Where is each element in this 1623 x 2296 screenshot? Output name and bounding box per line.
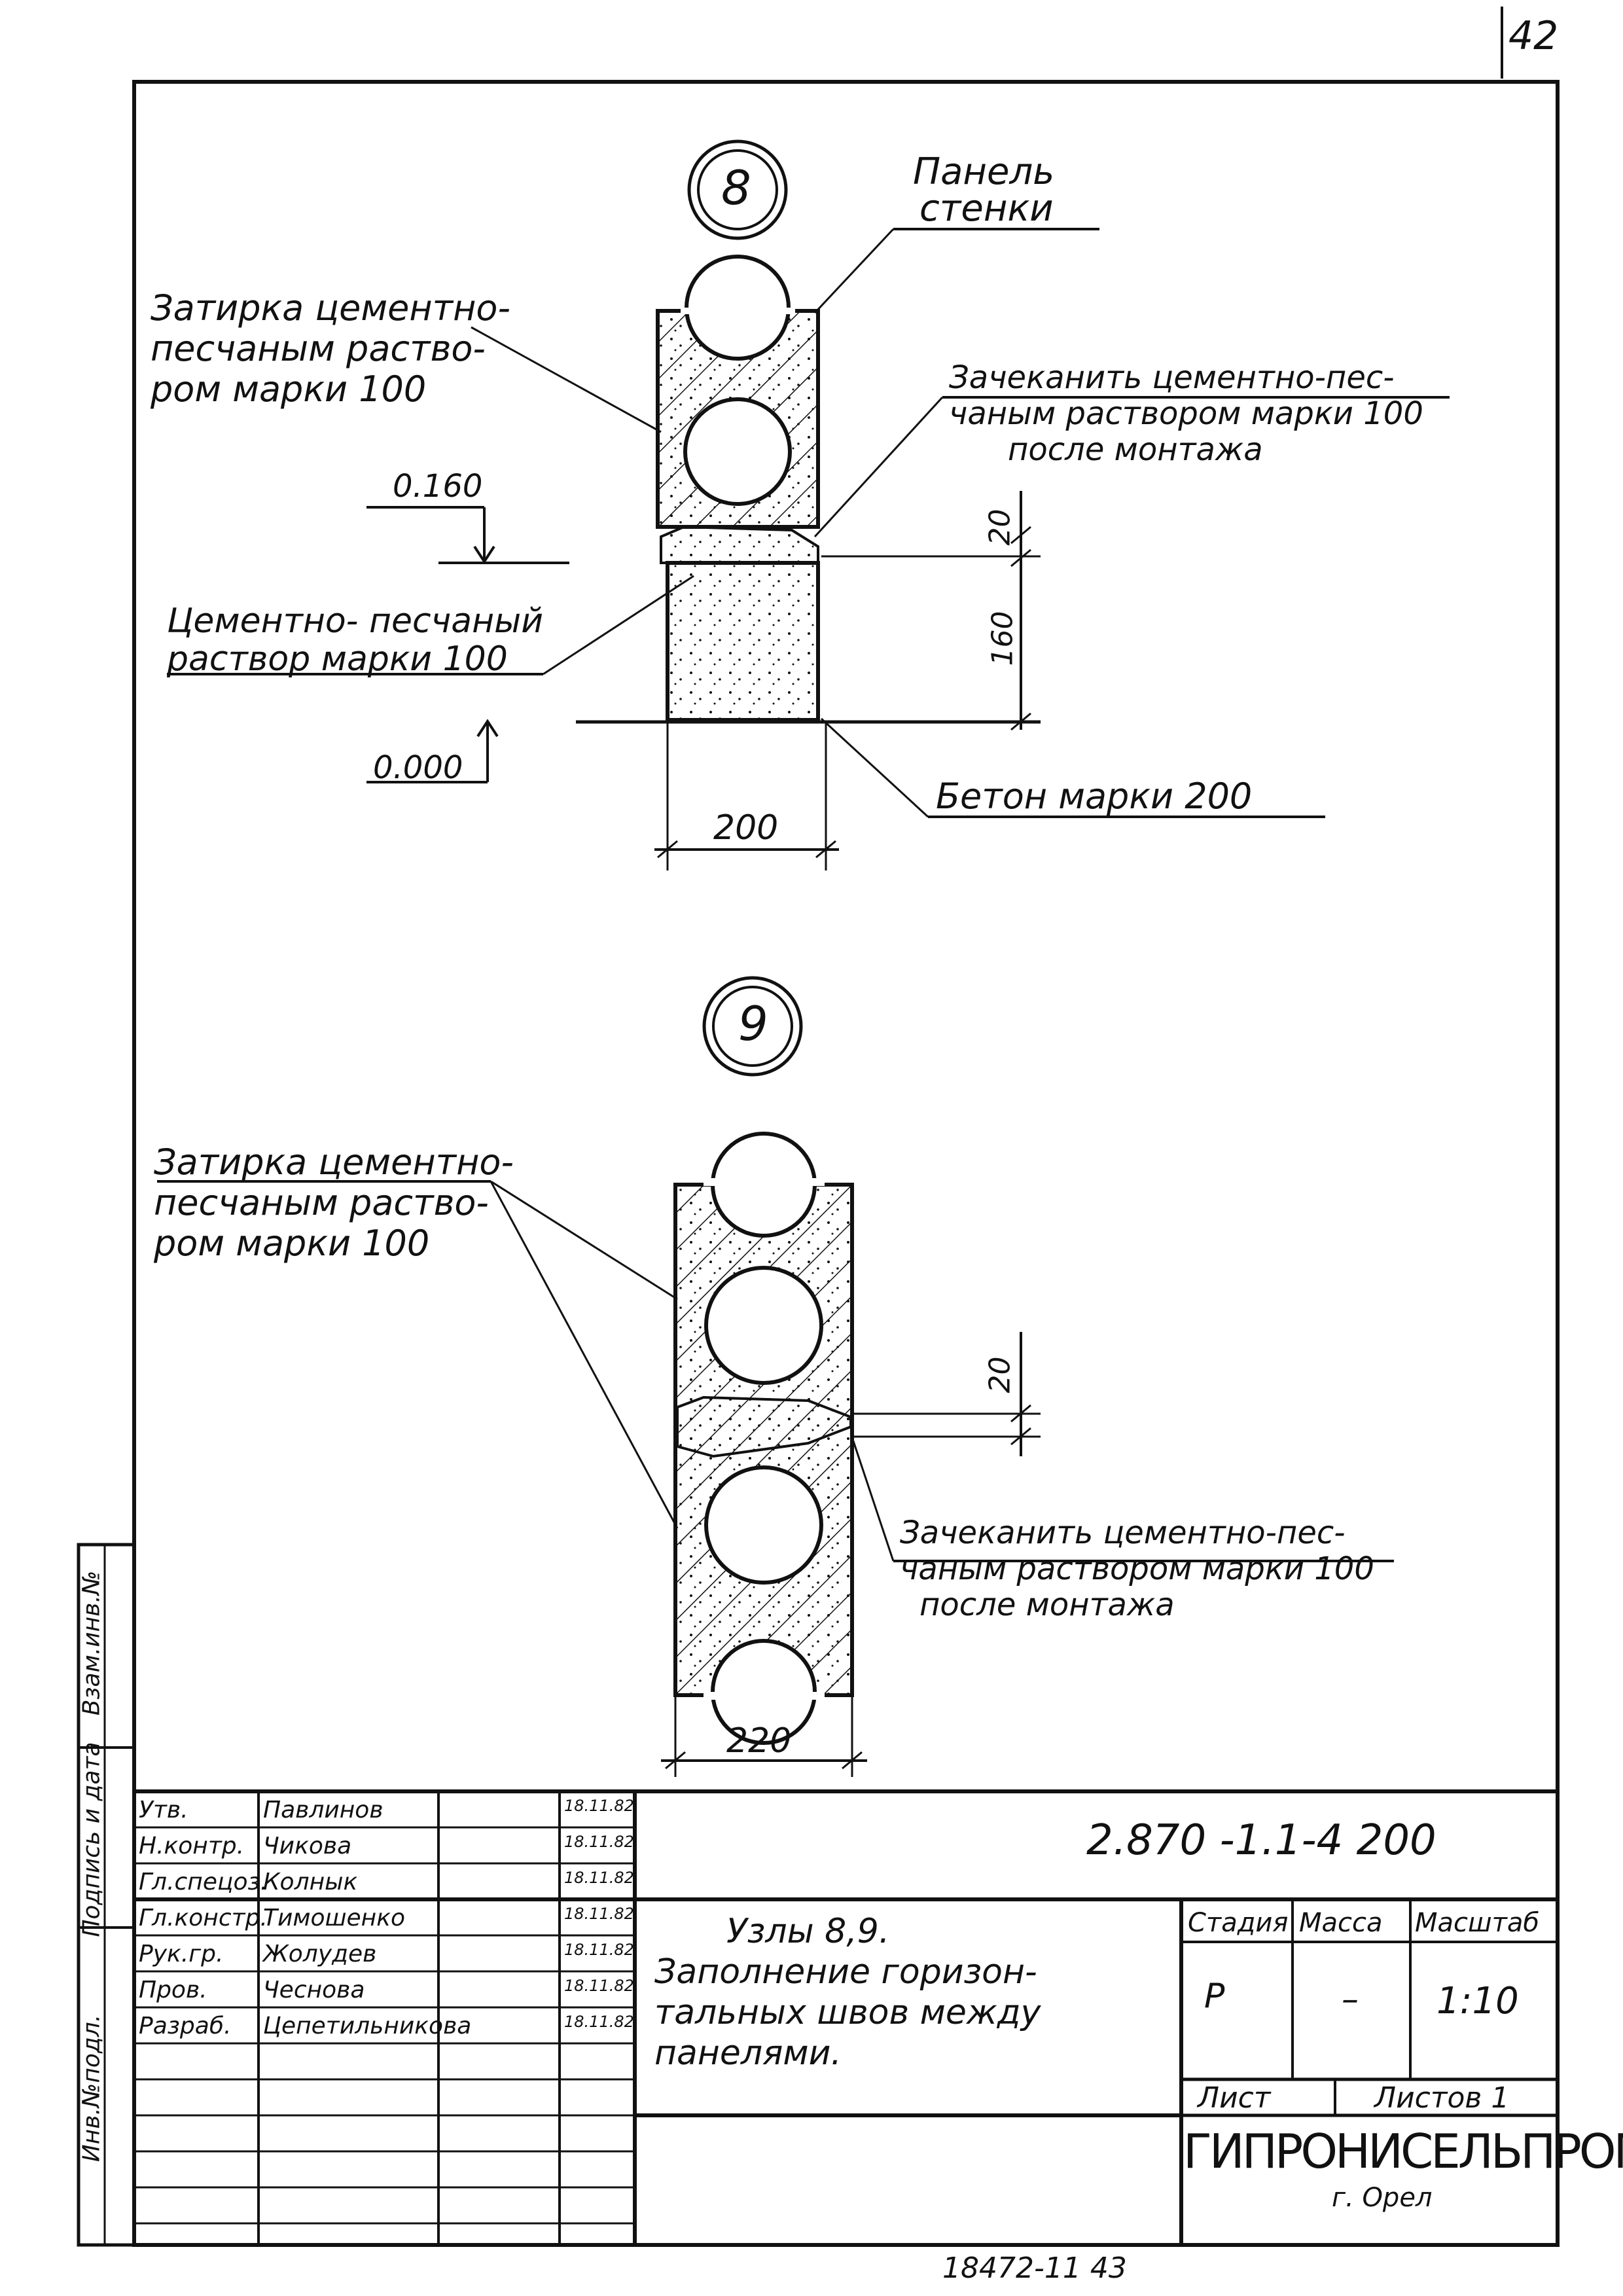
title-line-4: панелями. (654, 2034, 842, 2073)
rub-callout-9: Затирка цементно- песчаным раство- ром м… (154, 1142, 514, 1264)
row-date: 18.11.82 (564, 1869, 634, 1887)
row-name: Тимошенко (263, 1905, 405, 1931)
hdr-mass: Масса (1299, 1908, 1383, 1938)
row-role: Н.контр. (139, 1833, 245, 1859)
dim-width-8: 200 (713, 808, 779, 848)
caulk8-line-1: Зачеканить цементно-пес- (949, 359, 1395, 396)
row-date: 18.11.82 (564, 1833, 634, 1851)
sheet-label: Лист (1198, 2081, 1271, 2115)
dim-height-8: 160 (986, 611, 1020, 666)
node-8-label: 8 (721, 160, 751, 215)
row-date: 18.11.82 (564, 2013, 634, 2031)
rub9-line-1: Затирка цементно- (154, 1141, 514, 1183)
org-city: г. Орел (1332, 2183, 1433, 2213)
row-role: Рук.гр. (139, 1941, 224, 1967)
row-date: 18.11.82 (564, 1977, 634, 1995)
row-name: Чеснова (263, 1977, 365, 2003)
caulk9-line-3: после монтажа (919, 1587, 1175, 1623)
rub9-line-2: песчаным раство- (154, 1182, 489, 1223)
title-block-grid (134, 1789, 1558, 2245)
row-role: Утв. (139, 1797, 188, 1823)
caulk-callout-8: Зачеканить цементно-пес- чаным раствором… (949, 360, 1423, 468)
panel-line-1: Панель (913, 151, 1055, 193)
level-bottom: 0.000 (373, 749, 463, 786)
rub9-line-3: ром марки 100 (154, 1223, 430, 1264)
rub8-line-1: Затирка цементно- (151, 287, 510, 329)
row-date: 18.11.82 (564, 1797, 634, 1815)
row-name: Жолудев (263, 1941, 377, 1967)
sheets-label: Листов 1 (1374, 2081, 1510, 2115)
side-stamp (77, 1543, 136, 2247)
side-stamp-2: Подпись и дата (78, 1742, 105, 1937)
panel-line-2: стенки (919, 187, 1054, 230)
concrete-callout: Бетон марки 200 (936, 776, 1253, 817)
doc-code: 2.870 -1.1-4 200 (1086, 1816, 1436, 1865)
row-name: Павлинов (263, 1797, 383, 1823)
org-name: ГИПРОНИСЕЛЬПРОМ (1183, 2124, 1623, 2179)
row-name: Цепетильникова (263, 2013, 472, 2039)
rub8-line-2: песчаным раство- (151, 328, 486, 369)
row-role: Пров. (139, 1977, 207, 2003)
caulk9-line-2: чаным раствором марки 100 (900, 1551, 1374, 1587)
row-role: Разраб. (139, 2013, 232, 2039)
title-line-3: тальных швов между (654, 1993, 1041, 2032)
caulk8-line-2: чаным раствором марки 100 (949, 395, 1423, 432)
rub8-line-3: ром марки 100 (151, 368, 427, 410)
side-stamp-3: Инв.№подл. (78, 2014, 105, 2162)
val-stage: Р (1204, 1977, 1225, 2016)
title-line-1: Узлы 8,9. (726, 1912, 890, 1951)
caulk-callout-9: Зачеканить цементно-пес- чаным раствором… (900, 1515, 1374, 1623)
row-name: Колнык (263, 1869, 358, 1895)
hdr-stage: Стадия (1188, 1908, 1289, 1938)
row-role: Гл.спецоз. (139, 1869, 268, 1895)
node-9-label: 9 (738, 996, 768, 1051)
mortar-line-2: раствор марки 100 (167, 639, 508, 679)
hdr-scale: Масштаб (1415, 1908, 1540, 1938)
val-mass: – (1342, 1980, 1359, 2019)
node-8-drawing (167, 139, 1450, 870)
row-role: Гл.констр. (139, 1905, 268, 1931)
val-scale: 1:10 (1436, 1980, 1519, 2022)
bottom-code: 18472-11 43 (942, 2251, 1127, 2285)
row-date: 18.11.82 (564, 1941, 634, 1959)
row-date: 18.11.82 (564, 1905, 634, 1923)
mortar-line-1: Цементно- песчаный (167, 601, 543, 641)
caulk9-line-1: Зачеканить цементно-пес- (900, 1515, 1346, 1551)
sheet-frame (132, 80, 1560, 2247)
row-name: Чикова (263, 1833, 352, 1859)
side-stamp-1: Взам.инв.№ (78, 1570, 105, 1716)
level-top: 0.160 (393, 468, 483, 505)
mortar-callout: Цементно- песчаный раствор марки 100 (167, 602, 543, 678)
title-text: Узлы 8,9. Заполнение горизон- тальных шв… (654, 1911, 1041, 2073)
panel-callout: Панель стенки (913, 154, 1054, 227)
node-9-drawing (157, 976, 1394, 1777)
caulk8-line-3: после монтажа (1008, 431, 1263, 468)
title-line-2: Заполнение горизон- (654, 1952, 1037, 1992)
page-number: 42 (1508, 13, 1559, 59)
dim-joint-9: 20 (983, 1356, 1017, 1393)
dim-width-9: 220 (726, 1721, 792, 1761)
dim-joint-8: 20 (983, 509, 1017, 546)
rub-callout-8: Затирка цементно- песчаным раство- ром м… (151, 288, 510, 410)
